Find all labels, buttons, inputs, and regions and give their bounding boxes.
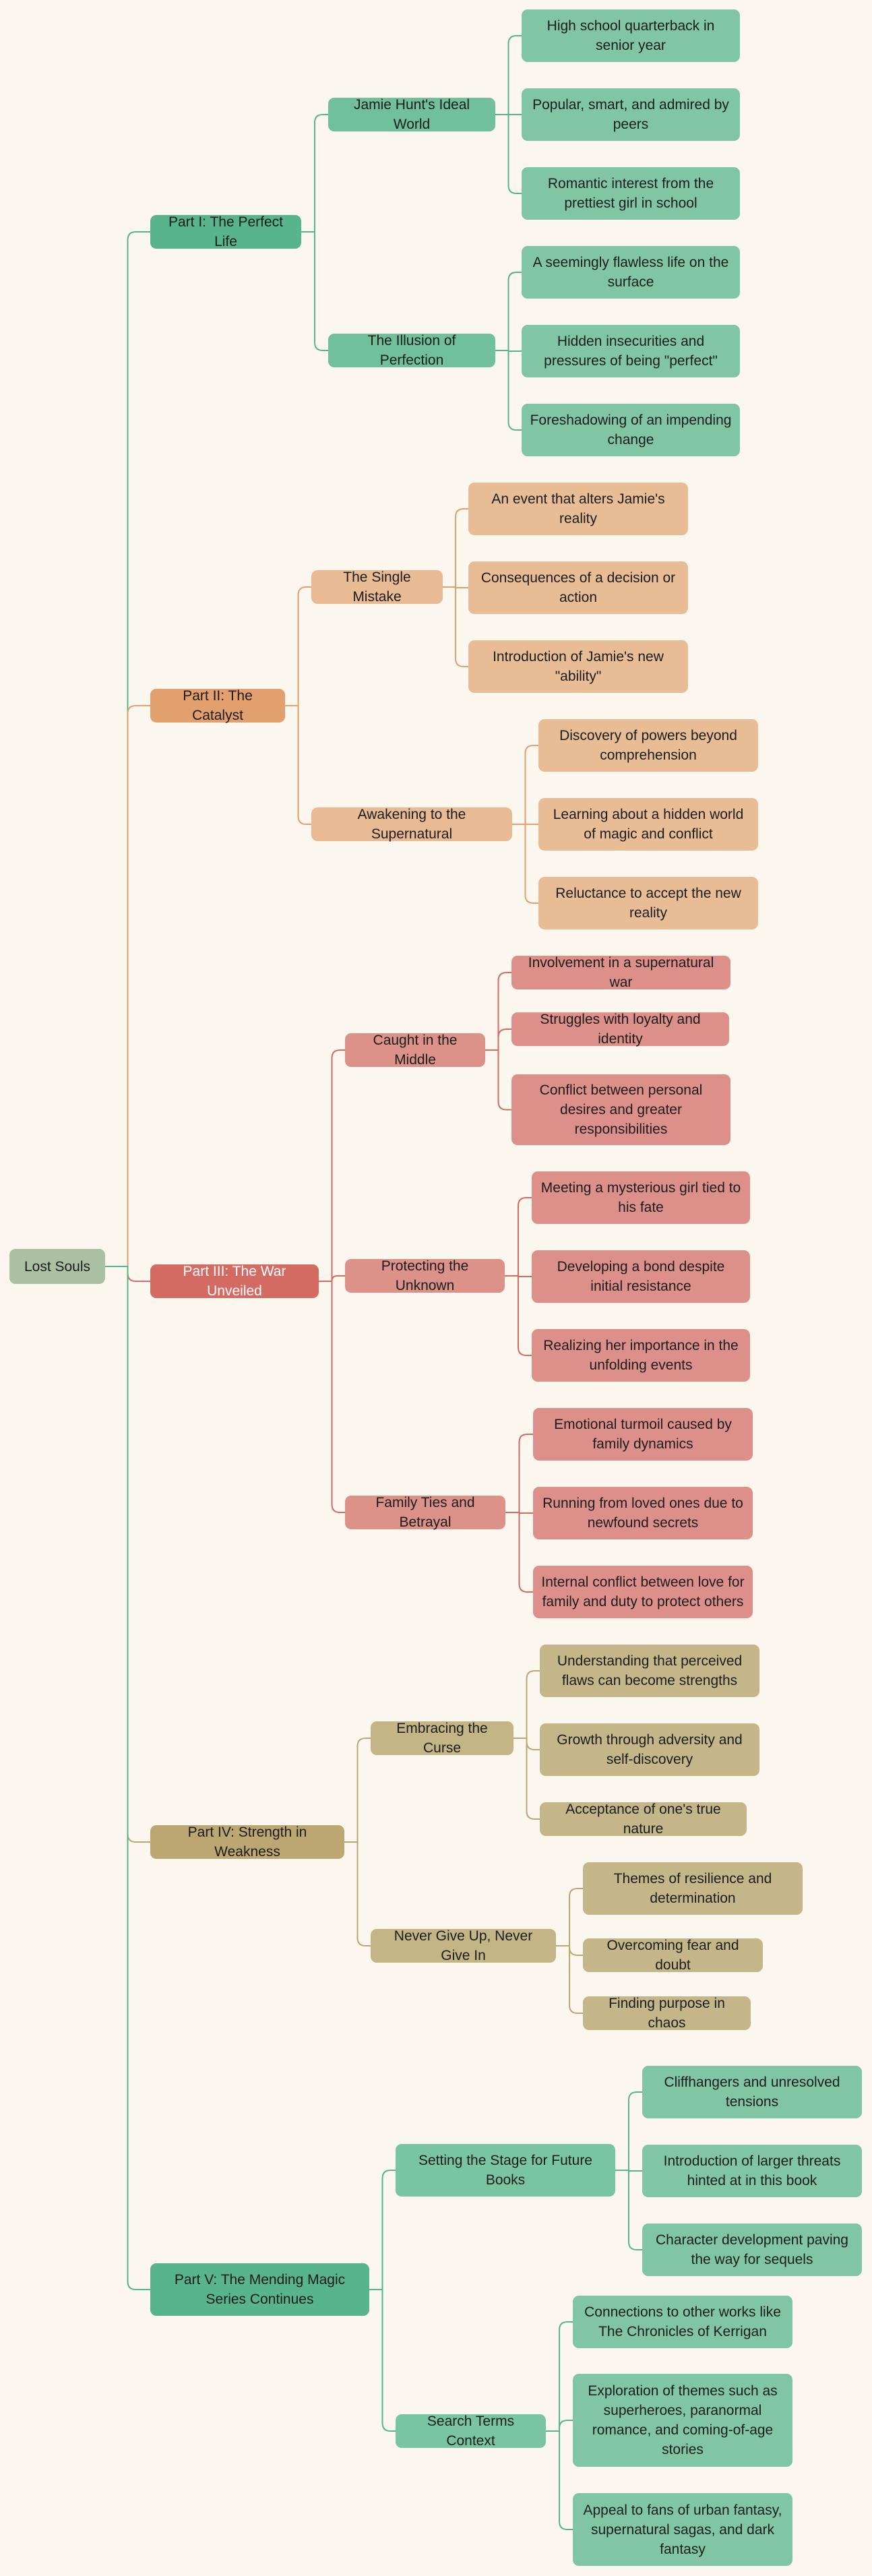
connector-19 [319, 1049, 345, 1282]
part-4-sub-2-leaf-2[interactable]: Overcoming fear and doubt [583, 1938, 763, 1973]
part-1-sub-2-leaf-2[interactable]: Hidden insecurities and pressures of bei… [522, 325, 740, 377]
connector-9 [105, 705, 150, 1267]
part-3-sub-3-leaf-3[interactable]: Internal conflict between love for famil… [533, 1566, 753, 1618]
part-3-sub-3-leaf-2[interactable]: Running from loved ones due to newfound … [533, 1487, 753, 1539]
connector-33 [513, 1670, 540, 1739]
connector-39 [556, 1945, 583, 2014]
part-3-sub-1-leaf-1[interactable]: Involvement in a supernatural war [511, 955, 730, 990]
part-2-sub-2-leaf-3[interactable]: Reluctance to accept the new reality [538, 877, 758, 929]
connector-47 [546, 2420, 573, 2432]
part-5-node[interactable]: Part V: The Mending Magic Series Continu… [150, 2263, 369, 2316]
part-4-sub-2-node[interactable]: Never Give Up, Never Give In [371, 1928, 556, 1963]
connector-32 [344, 1738, 371, 1843]
connector-24 [505, 1197, 532, 1277]
connector-14 [285, 705, 311, 825]
part-2-sub-1-leaf-1[interactable]: An event that alters Jamie's reality [468, 483, 688, 535]
part-2-sub-1-leaf-2[interactable]: Consequences of a decision or action [468, 561, 688, 614]
part-4-sub-1-leaf-1[interactable]: Understanding that perceived flaws can b… [540, 1645, 759, 1697]
part-4-sub-1-leaf-3[interactable]: Acceptance of one's true nature [540, 1802, 747, 1837]
part-1-sub-1-leaf-1[interactable]: High school quarterback in senior year [522, 9, 740, 62]
connector-44 [615, 2170, 642, 2250]
part-4-sub-1-leaf-2[interactable]: Growth through adversity and self-discov… [540, 1723, 759, 1776]
part-5-sub-2-leaf-2[interactable]: Exploration of themes such as superheroe… [573, 2374, 792, 2467]
part-3-sub-2-leaf-2[interactable]: Developing a bond despite initial resist… [532, 1250, 750, 1303]
connector-8 [495, 350, 522, 431]
part-3-sub-2-leaf-1[interactable]: Meeting a mysterious girl tied to his fa… [532, 1171, 750, 1224]
root-node[interactable]: Lost Souls [9, 1249, 105, 1284]
part-3-sub-1-leaf-3[interactable]: Conflict between personal desires and gr… [511, 1074, 730, 1145]
connector-36 [344, 1841, 371, 1946]
connector-15 [512, 745, 538, 825]
part-3-sub-2-leaf-3[interactable]: Realizing her importance in the unfoldin… [532, 1329, 750, 1382]
part-4-sub-1-node[interactable]: Embracing the Curse [371, 1721, 513, 1756]
part-3-sub-3-leaf-1[interactable]: Emotional turmoil caused by family dynam… [533, 1408, 753, 1461]
part-4-sub-2-leaf-3[interactable]: Finding purpose in chaos [583, 1996, 751, 2031]
part-3-node[interactable]: Part III: The War Unveiled [150, 1264, 319, 1299]
part-1-sub-1-leaf-3[interactable]: Romantic interest from the prettiest gir… [522, 167, 740, 220]
part-5-sub-1-leaf-2[interactable]: Introduction of larger threats hinted at… [642, 2145, 862, 2197]
part-2-sub-2-node[interactable]: Awakening to the Supernatural [311, 807, 512, 842]
part-3-sub-2-node[interactable]: Protecting the Unknown [345, 1258, 505, 1293]
part-3-sub-3-node[interactable]: Family Ties and Betrayal [345, 1495, 505, 1530]
connector-6 [495, 272, 522, 351]
part-5-sub-2-node[interactable]: Search Terms Context [396, 2414, 546, 2449]
part-5-sub-1-node[interactable]: Setting the Stage for Future Books [396, 2144, 615, 2197]
connector-26 [505, 1275, 532, 1356]
connector-35 [513, 1738, 540, 1820]
connector-40 [105, 1266, 150, 2290]
connector-20 [485, 972, 511, 1051]
connector-5 [301, 231, 328, 351]
connector-1 [301, 114, 328, 233]
part-2-sub-2-leaf-1[interactable]: Discovery of powers beyond comprehension [538, 719, 758, 772]
part-1-sub-2-leaf-1[interactable]: A seemingly flawless life on the surface [522, 246, 740, 299]
connector-17 [512, 824, 538, 904]
part-1-node[interactable]: Part I: The Perfect Life [150, 214, 301, 249]
part-1-sub-1-node[interactable]: Jamie Hunt's Ideal World [328, 97, 495, 132]
part-5-sub-1-leaf-3[interactable]: Character development paving the way for… [642, 2224, 862, 2276]
connector-10 [285, 586, 311, 706]
connector-11 [443, 508, 468, 588]
part-5-sub-2-leaf-3[interactable]: Appeal to fans of urban fantasy, superna… [573, 2493, 792, 2566]
connector-30 [505, 1512, 533, 1593]
part-5-sub-1-leaf-1[interactable]: Cliffhangers and unresolved tensions [642, 2066, 862, 2118]
connector-28 [505, 1434, 533, 1513]
part-3-sub-1-leaf-2[interactable]: Struggles with loyalty and identity [511, 1012, 729, 1047]
connector-48 [546, 2430, 573, 2530]
part-3-sub-1-node[interactable]: Caught in the Middle [345, 1033, 485, 1068]
connector-4 [495, 114, 522, 194]
connector-45 [369, 2289, 396, 2432]
connector-37 [556, 1888, 583, 1946]
connector-0 [105, 231, 150, 1267]
part-1-sub-2-leaf-3[interactable]: Foreshadowing of an impending change [522, 404, 740, 456]
part-5-sub-2-leaf-1[interactable]: Connections to other works like The Chro… [573, 2296, 792, 2348]
connector-21 [485, 1029, 511, 1051]
part-4-node[interactable]: Part IV: Strength in Weakness [150, 1824, 344, 1860]
connector-22 [485, 1049, 511, 1111]
connector-2 [495, 35, 522, 115]
part-2-sub-1-node[interactable]: The Single Mistake [311, 570, 443, 605]
connector-42 [615, 2091, 642, 2171]
connector-13 [443, 586, 468, 667]
part-2-sub-1-leaf-3[interactable]: Introduction of Jamie's new "ability" [468, 640, 688, 693]
part-1-sub-2-node[interactable]: The Illusion of Perfection [328, 333, 495, 368]
part-4-sub-2-leaf-1[interactable]: Themes of resilience and determination [583, 1862, 803, 1915]
connector-41 [369, 2170, 396, 2290]
part-2-node[interactable]: Part II: The Catalyst [150, 688, 285, 723]
connector-46 [546, 2321, 573, 2432]
part-1-sub-1-leaf-2[interactable]: Popular, smart, and admired by peers [522, 88, 740, 141]
part-2-sub-2-leaf-2[interactable]: Learning about a hidden world of magic a… [538, 798, 758, 851]
connector-27 [319, 1281, 345, 1513]
